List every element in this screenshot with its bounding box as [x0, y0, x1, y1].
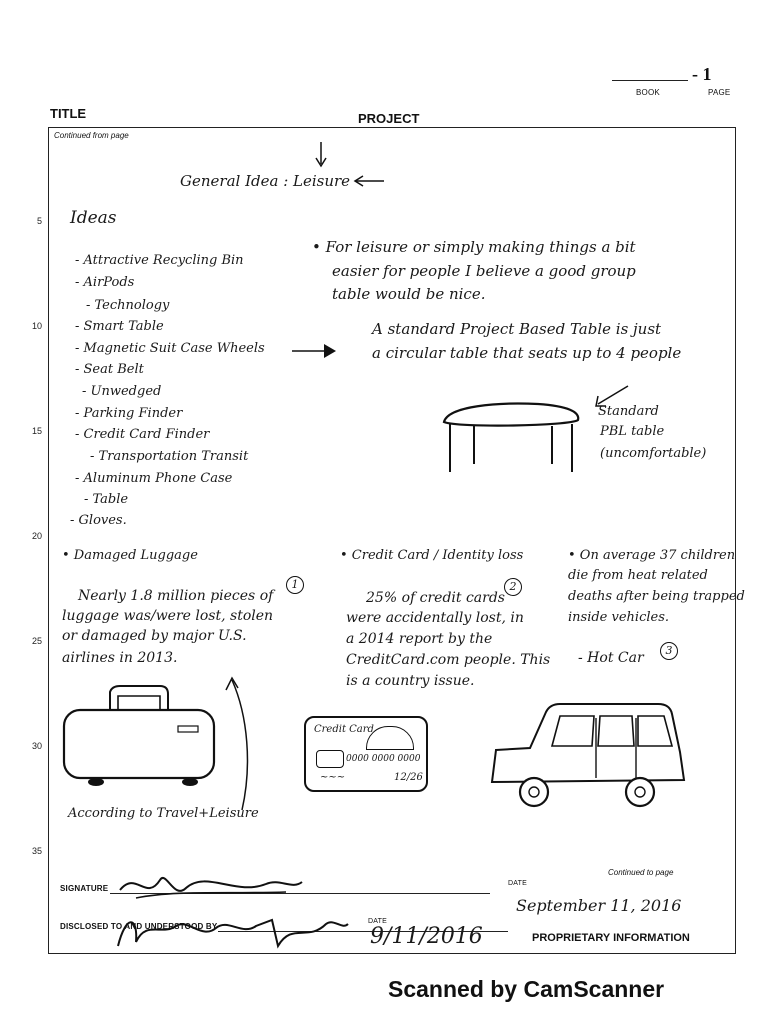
- continued-from: Continued from page: [54, 131, 129, 140]
- book-line: [612, 80, 688, 81]
- idea-item: - Seat Belt: [75, 362, 144, 377]
- ideas-heading: Ideas: [70, 208, 117, 228]
- table-caption-line: (uncomfortable): [600, 446, 707, 461]
- pbl-note-line: A standard Project Based Table is just: [372, 320, 662, 338]
- luggage-heading: • Damaged Luggage: [62, 548, 198, 563]
- leisure-note-line: • For leisure or simply making things a …: [312, 238, 636, 256]
- line-number: 35: [31, 846, 42, 856]
- card-number: 0000 0000 0000: [346, 754, 421, 764]
- signature-scribble: [119, 876, 303, 899]
- scanner-footer: Scanned by CamScanner: [388, 976, 665, 1002]
- credit-text-line: a 2014 report by the: [346, 631, 493, 647]
- car-heading-line: • On average 37 children: [568, 548, 736, 563]
- proprietary-info: PROPRIETARY INFORMATION: [532, 932, 690, 944]
- line-number: 10: [31, 321, 42, 331]
- card-label: Credit Card: [314, 724, 374, 735]
- project-label: PROJECT: [358, 111, 420, 126]
- book-label: BOOK: [636, 88, 660, 97]
- credit-text-line: 25% of credit cards: [366, 590, 505, 606]
- idea-item: - Parking Finder: [75, 406, 183, 421]
- signature-label: SIGNATURE: [60, 884, 109, 893]
- credit-heading: • Credit Card / Identity loss: [340, 548, 524, 563]
- car-footnote-marker: 3: [660, 642, 678, 660]
- luggage-text-line: Nearly 1.8 million pieces of: [78, 588, 274, 604]
- pbl-note-line: a circular table that seats up to 4 peop…: [372, 344, 682, 362]
- car-heading-line: inside vehicles.: [568, 610, 670, 625]
- credit-text-line: CreditCard.com people. This: [346, 652, 551, 668]
- source-note: According to Travel+Leisure: [68, 806, 259, 821]
- car-text: - Hot Car: [578, 650, 644, 666]
- idea-item: - AirPods: [75, 275, 135, 290]
- idea-item: - Magnetic Suit Case Wheels: [75, 341, 265, 356]
- suitcase-sketch: [62, 685, 216, 786]
- idea-item: - Technology: [86, 298, 170, 313]
- title-label: TITLE: [50, 106, 87, 121]
- general-idea: General Idea : Leisure: [180, 172, 351, 190]
- line-number: 25: [31, 636, 42, 646]
- date-label-2: DATE: [368, 918, 387, 925]
- card-expiry: 12/26: [394, 772, 423, 783]
- idea-item: - Attractive Recycling Bin: [75, 253, 244, 268]
- luggage-footnote-marker: 1: [286, 576, 304, 594]
- leisure-note-line: table would be nice.: [332, 285, 486, 303]
- curved-arrow-icon: [225, 676, 249, 811]
- disclosed-label: DISCLOSED TO AND UNDERSTOOD BY: [60, 922, 218, 931]
- idea-item: - Table: [84, 492, 129, 507]
- disclosed-date: 9/11/2016: [370, 924, 483, 949]
- down-arrow-icon: [315, 142, 327, 168]
- credit-footnote-marker: 2: [504, 578, 522, 596]
- credit-text-line: is a country issue.: [346, 673, 475, 689]
- witness-signature: [117, 918, 349, 949]
- left-arrow-icon: [353, 175, 384, 187]
- signature-line: [110, 893, 490, 894]
- idea-item: - Transportation Transit: [90, 449, 249, 464]
- line-number: 30: [31, 741, 42, 751]
- page-number: - 1: [692, 64, 712, 84]
- continued-to: Continued to page: [608, 868, 674, 877]
- leisure-note-line: easier for people I believe a good group: [332, 262, 636, 280]
- car-heading-line: deaths after being trapped: [568, 589, 745, 604]
- line-number: 5: [36, 216, 42, 226]
- idea-item: - Unwedged: [82, 384, 162, 399]
- car-heading-line: die from heat related: [568, 568, 708, 583]
- idea-item: - Credit Card Finder: [75, 427, 210, 442]
- card-squiggle: ~~~: [320, 772, 346, 783]
- page-frame: [48, 127, 736, 954]
- idea-item: - Smart Table: [75, 319, 164, 334]
- car-sketch: [490, 703, 686, 808]
- table-arrow-icon: [595, 385, 629, 407]
- card-chip: [316, 750, 344, 768]
- date-label: DATE: [508, 880, 527, 887]
- luggage-text-line: airlines in 2013.: [62, 650, 178, 666]
- credit-card-sketch: Credit Card 0000 0000 0000 ~~~ 12/26: [304, 716, 428, 792]
- luggage-text-line: or damaged by major U.S.: [62, 628, 247, 644]
- table-caption-line: PBL table: [600, 424, 665, 439]
- table-caption-line: Standard: [598, 404, 659, 419]
- page-label: PAGE: [708, 88, 731, 97]
- right-arrow-icon: [292, 344, 336, 358]
- line-number: 20: [31, 531, 42, 541]
- line-number: 15: [31, 426, 42, 436]
- credit-text-line: were accidentally lost, in: [346, 610, 524, 626]
- luggage-text-line: luggage was/were lost, stolen: [62, 608, 274, 624]
- disclosed-line: [218, 931, 508, 932]
- idea-item: - Gloves.: [70, 513, 127, 528]
- table-sketch: [442, 402, 580, 472]
- signature-date: September 11, 2016: [516, 896, 682, 915]
- idea-item: - Aluminum Phone Case: [75, 471, 233, 486]
